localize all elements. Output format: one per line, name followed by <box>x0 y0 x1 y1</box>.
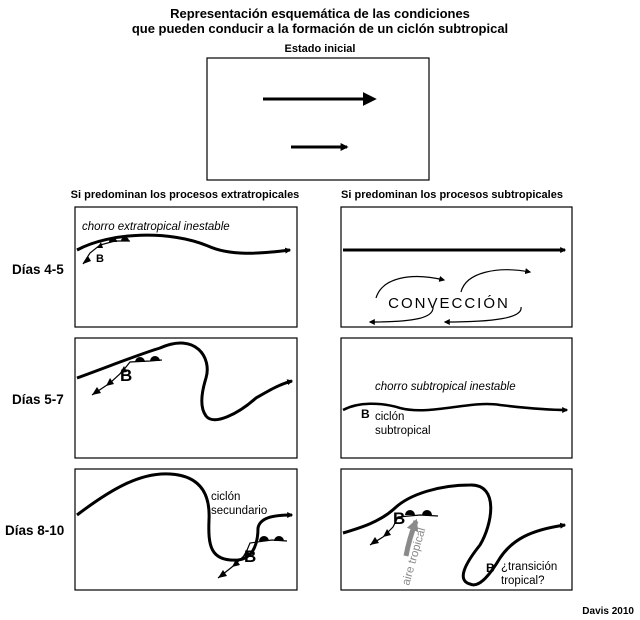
panel-subtropical-days-8-10 <box>340 468 573 591</box>
convection-arrow-upper-left <box>375 275 446 299</box>
convection-arrow-lower-left <box>368 306 434 325</box>
panel-extratropical-days-5-7 <box>74 337 298 459</box>
panel-extratropical-days-8-10 <box>74 468 298 591</box>
warm-front-bulb <box>405 510 415 515</box>
subtropical-cyclone-label-line-1: ciclón <box>375 411 404 423</box>
cold-front-barb <box>120 366 127 373</box>
warm-front-bulb <box>422 510 432 515</box>
warm-front-bulb <box>109 238 117 242</box>
convection-arrow-upper-right <box>460 268 532 293</box>
title-line-2: que pueden conducir a la formación de un… <box>132 21 508 36</box>
cold-front-barb <box>92 387 101 395</box>
cold-front-barb <box>243 549 250 556</box>
subtropical-jet-stream-5-7 <box>342 402 569 413</box>
tropical-transition-label-line-2: tropical? <box>501 575 544 587</box>
row-label-days-4-5: Días 4-5 <box>12 262 64 277</box>
panel-subtropical-days-4-5 <box>340 206 573 328</box>
tropical-air-label: aire tropical <box>400 526 428 586</box>
warm-front-bulb <box>135 357 145 362</box>
cold-front-barb <box>370 537 379 545</box>
low-pressure-symbol: B <box>361 407 370 421</box>
low-pressure-symbol: B <box>393 509 405 528</box>
row-label-days-8-10: Días 8-10 <box>5 523 64 538</box>
secondary-cyclone-label-line-2: secundario <box>211 505 267 517</box>
front-line-subtropical-8-10 <box>369 514 439 546</box>
initial-state-box <box>206 57 430 181</box>
warm-front-bulb <box>274 536 284 541</box>
subtropical-cyclone-label-line-2: subtropical <box>375 425 431 437</box>
panel-extratropical-days-4-5 <box>74 206 298 328</box>
initial-state-label: Estado inicial <box>285 43 356 55</box>
row-label-days-5-7: Días 5-7 <box>12 392 64 407</box>
credit-label: Davis 2010 <box>582 606 634 617</box>
cold-front-barb <box>83 256 91 264</box>
low-pressure-symbol: B <box>486 561 495 575</box>
cut-off-jet-stream-8-10 <box>76 472 294 562</box>
low-pressure-symbol: B <box>120 366 132 385</box>
extratropical-jet-label: chorro extratropical inestable <box>82 221 230 233</box>
secondary-cyclone-label-line-1: ciclón <box>211 491 240 503</box>
tropical-air-arrow <box>403 518 419 557</box>
title-line-1: Representación esquemática de las condic… <box>170 6 470 21</box>
warm-front-bulb <box>121 237 129 241</box>
cold-front-barb <box>106 378 114 386</box>
convection-arrow-lower-right <box>443 306 522 325</box>
convection-label: CONVECCIÓN <box>388 295 510 312</box>
warm-front-bulb <box>259 536 269 541</box>
warm-front-bulb <box>150 356 160 361</box>
cold-front-barb <box>97 242 103 248</box>
cold-front-barb <box>383 529 391 537</box>
cold-front-barb <box>232 559 240 567</box>
low-pressure-symbol: B <box>244 547 256 566</box>
column-header-extratropical: Si predominan los procesos extratropical… <box>71 189 300 201</box>
column-header-subtropical: Si predominan los procesos subtropicales <box>341 189 563 201</box>
panel-subtropical-days-5-7 <box>340 337 573 459</box>
low-pressure-symbol: B <box>96 253 104 265</box>
subtropical-jet-stream-8-10 <box>342 483 567 587</box>
subtropical-jet-label: chorro subtropical inestable <box>375 381 516 393</box>
amplifying-jet-stream-5-7 <box>76 341 294 422</box>
cold-front-barb <box>218 570 227 578</box>
tropical-transition-label-line-1: ¿transición <box>501 561 557 573</box>
extratropical-jet-stream-4-5 <box>76 233 292 255</box>
